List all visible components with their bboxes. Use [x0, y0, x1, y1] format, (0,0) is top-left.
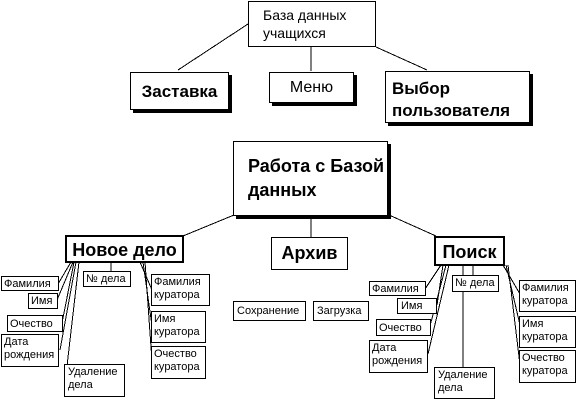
leaf-label: Фамилия [4, 278, 51, 290]
connector [182, 214, 235, 237]
leaf-label: Очество куратора [522, 352, 568, 378]
leaf-label: Загрузка [317, 305, 362, 317]
leaf-nomer-dela: № дела [83, 271, 131, 287]
leaf-imya-kuratora: Имя куратора [519, 316, 576, 348]
node-menu: Меню [269, 72, 354, 103]
connector [57, 261, 72, 285]
connector [502, 264, 521, 295]
leaf-udalenie-dela: Удаление дела [64, 364, 125, 397]
leaf-imya: Имя [28, 293, 58, 309]
connector [177, 23, 249, 71]
leaf-label: № дела [455, 277, 495, 289]
node-label: Поиск [442, 242, 497, 262]
node-search: Поиск [434, 236, 505, 266]
leaf-label: Дата рождения [4, 336, 55, 362]
node-label: Архив [281, 243, 338, 263]
connector [424, 264, 442, 290]
leaf-ochestvo: Очество [376, 319, 431, 336]
connector [56, 261, 74, 301]
leaf-familiya: Фамилия [369, 281, 426, 296]
node-label: Выбор пользователя [392, 79, 511, 121]
leaf-label: Имя куратора [522, 318, 568, 344]
leaf-familiya-kuratora: Фамилия куратора [151, 274, 210, 306]
leaf-label: Сохранение [237, 305, 300, 317]
leaf-label: Имя [31, 295, 53, 307]
leaf-label: Имя куратора [154, 313, 200, 339]
connector [507, 264, 521, 366]
leaf-nomer-dela: № дела [452, 275, 499, 292]
leaf-ochestvo: Очество [7, 315, 63, 332]
leaf-data-rozhdeniya: Дата рождения [1, 334, 59, 367]
main-label: Работа с Базой данных [248, 156, 385, 201]
leaf-ochestvo-kuratora: Очество куратора [519, 350, 576, 383]
node-label: Меню [289, 79, 334, 96]
leaf-imya-kuratora: Имя куратора [151, 311, 206, 343]
node-archive: Архив [271, 237, 348, 270]
connector [144, 261, 153, 362]
leaf-label: Удаление дела [68, 366, 118, 392]
leaf-label: Очество [10, 318, 53, 330]
leaf-label: Имя [401, 300, 423, 312]
node-zastavka: Заставка [130, 72, 229, 110]
connector [59, 261, 77, 351]
leaf-sokhranenie: Сохранение [233, 301, 306, 321]
leaf-zagruzka: Загрузка [313, 301, 369, 321]
root-node: База данных учащихся [248, 1, 376, 47]
node-new-case: Новое дело [65, 235, 184, 263]
leaf-familiya: Фамилия [1, 276, 59, 291]
leaf-imya: Имя [397, 298, 437, 314]
connector [429, 264, 447, 327]
leaf-label: Фамилия куратора [154, 276, 201, 302]
leaf-udalenie-dela: Удаление дела [434, 367, 495, 399]
leaf-familiya-kuratora: Фамилия куратора [519, 280, 576, 312]
node-label: Заставка [141, 82, 218, 101]
root-label: База данных учащихся [263, 7, 347, 41]
leaf-ochestvo-kuratora: Очество куратора [151, 346, 206, 379]
node-user-select: Выбор пользователя [385, 71, 530, 123]
connector [61, 261, 75, 324]
leaf-label: Очество [379, 322, 422, 334]
leaf-label: Дата рождения [372, 342, 423, 368]
connector [388, 214, 437, 237]
leaf-label: Удаление дела [438, 369, 488, 395]
connector [505, 264, 521, 326]
leaf-label: Очество куратора [154, 348, 200, 374]
leaf-data-rozhdeniya: Дата рождения [369, 340, 428, 373]
connector [436, 264, 444, 306]
leaf-label: Фамилия [372, 283, 419, 295]
leaf-label: № дела [86, 273, 126, 285]
connector [375, 46, 428, 71]
connector [427, 264, 450, 355]
main-node: Работа с Базой данных [233, 141, 388, 216]
leaf-label: Фамилия куратора [522, 282, 569, 308]
node-label: Новое дело [72, 240, 177, 260]
connector [66, 261, 80, 367]
